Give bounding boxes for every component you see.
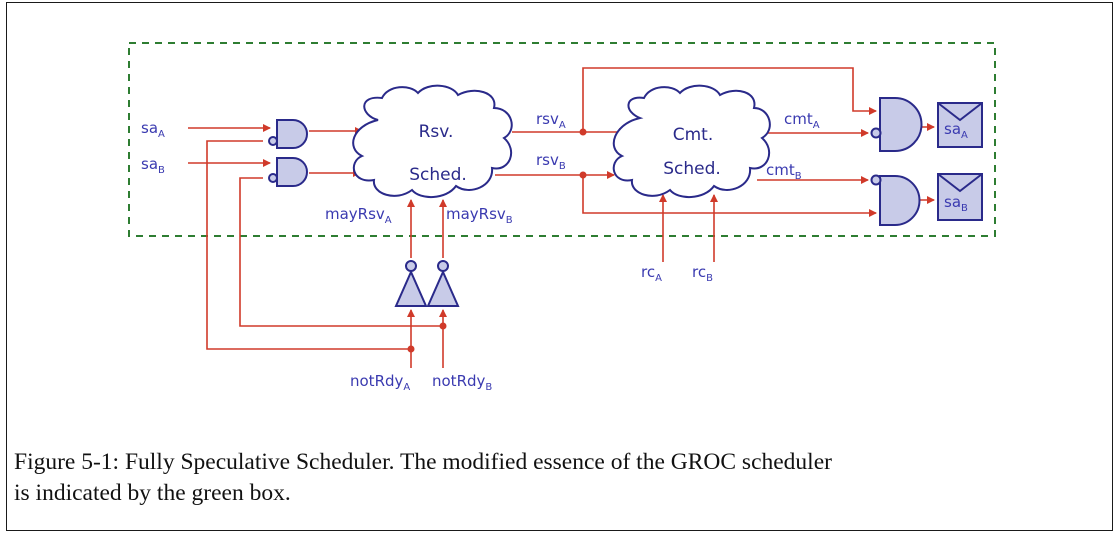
label-may-rsv-a: mayRsvA xyxy=(325,205,392,226)
label-out-sa-a: saA xyxy=(944,120,968,141)
label-rsv-a: rsvA xyxy=(536,110,566,131)
out-sa-b-box xyxy=(937,173,983,221)
caption-line-1: Figure 5-1: Fully Speculative Scheduler.… xyxy=(14,449,832,475)
figure-caption: Figure 5-1: Fully Speculative Scheduler.… xyxy=(14,447,1109,509)
label-not-rdy-b: notRdyB xyxy=(432,372,492,393)
wire-rsv-a-branch xyxy=(582,67,877,132)
cmt-cloud-line1: Cmt. xyxy=(673,125,714,145)
cmt-cloud-line2: Sched. xyxy=(663,159,721,179)
label-rc-a: rcA xyxy=(641,263,662,284)
out-and-gate-b xyxy=(870,174,921,226)
rsv-cloud-line1: Rsv. xyxy=(419,122,454,142)
rsv-cloud-line2: Sched. xyxy=(409,165,467,185)
wire-rsv-b-branch xyxy=(582,175,877,217)
label-may-rsv-b: mayRsvB xyxy=(446,205,513,226)
label-sa-a: saA xyxy=(141,119,165,140)
inverter-b xyxy=(426,260,460,307)
and-gate-b xyxy=(268,157,308,187)
inverter-a xyxy=(394,260,428,307)
label-out-sa-b: saB xyxy=(944,193,968,214)
scheduler-diagram: Rsv. Sched. Cmt. Sched. saA saB rsvA rsv… xyxy=(128,42,996,393)
label-not-rdy-a: notRdyA xyxy=(350,372,410,393)
label-sa-b: saB xyxy=(141,155,165,176)
wire-notrdy-a-feedback xyxy=(206,140,411,350)
figure-frame xyxy=(6,2,1113,531)
and-gate-a xyxy=(268,119,308,149)
cmt-sched-cloud: Cmt. Sched. xyxy=(612,84,771,198)
label-rc-b: rcB xyxy=(692,263,713,284)
wire-notrdy-b-feedback xyxy=(239,177,443,327)
caption-line-2: is indicated by the green box. xyxy=(14,480,291,506)
label-cmt-a: cmtA xyxy=(784,110,820,131)
out-and-gate-a xyxy=(870,97,923,152)
green-box xyxy=(128,42,996,237)
label-cmt-b: cmtB xyxy=(766,161,802,182)
rsv-sched-cloud: Rsv. Sched. xyxy=(352,84,513,198)
out-sa-a-box xyxy=(937,102,983,148)
label-rsv-b: rsvB xyxy=(536,151,566,172)
